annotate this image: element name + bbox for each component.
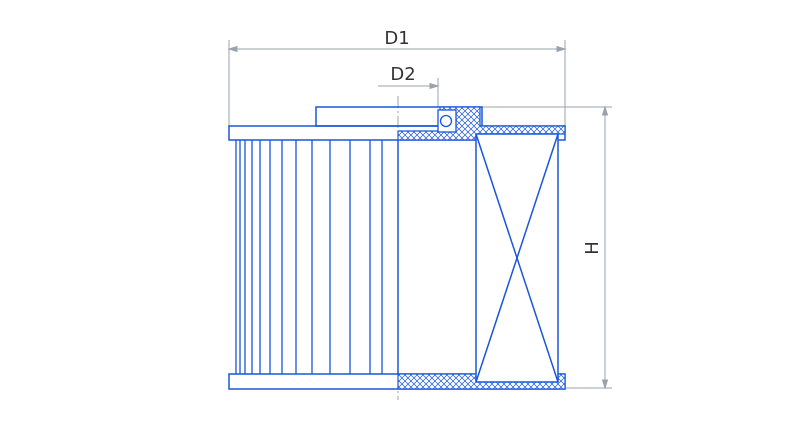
d1-arrow-left — [227, 45, 238, 53]
core-diagonal-2 — [475, 133, 559, 383]
h-label: H — [582, 241, 603, 255]
core-body — [475, 133, 559, 383]
pleat-lines — [235, 140, 383, 374]
o-ring — [439, 114, 453, 128]
d2-label: D2 — [390, 64, 415, 85]
h-arrow-top — [601, 105, 609, 116]
o-ring-detail — [437, 109, 457, 133]
d1-arrow-right — [556, 45, 567, 53]
d1-label: D1 — [384, 28, 409, 49]
h-arrow-bottom — [601, 379, 609, 390]
d2-arrow — [429, 82, 440, 90]
